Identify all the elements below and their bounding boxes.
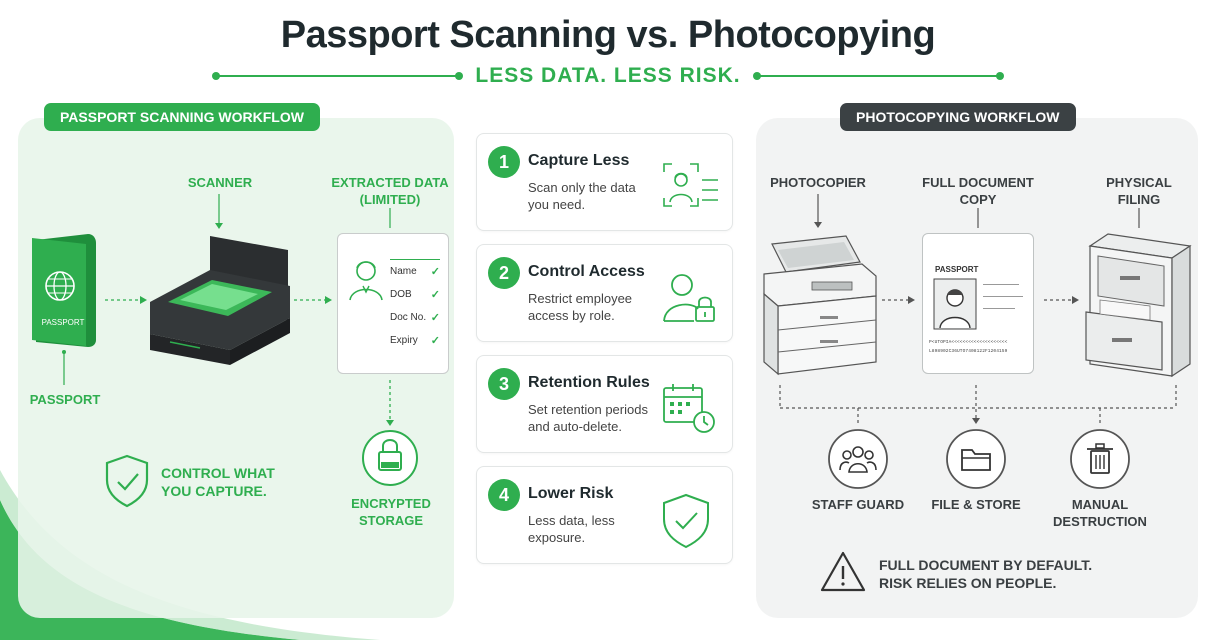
person-icon [349, 261, 383, 301]
scanner-label: SCANNER [187, 175, 253, 190]
full-document-copy-card: PASSPORT P<UTOPIA<<<<<<<<<<<<<<<<<<<< L8… [922, 233, 1034, 374]
mrz-line-2: L898902C36UTO7408122F1204159 [929, 349, 1008, 354]
step-card-lower-risk: 4 Lower Risk Less data, less exposure. [476, 466, 733, 564]
filing-label-line-2: FILING [1117, 192, 1161, 207]
scanning-workflow-header: PASSPORT SCANNING WORKFLOW [44, 103, 320, 131]
extracted-label-line-1: EXTRACTED DATA [331, 175, 449, 190]
control-message: CONTROL WHAT YOU CAPTURE. [161, 464, 275, 500]
shield-check-icon [663, 493, 709, 549]
step-description: Less data, less exposure. [528, 513, 615, 545]
warning-line-2: RISK RELIES ON PEOPLE. [879, 575, 1057, 591]
data-field-dob: DOB [390, 289, 412, 300]
file-store-label: FILE & STORE [931, 497, 1021, 512]
copy-text-line [983, 308, 1015, 309]
step-card-capture-less: 1 Capture Less Scan only the data you ne… [476, 133, 733, 231]
data-field-expiry: Expiry [390, 335, 418, 346]
subtitle-divider-left [211, 72, 464, 80]
destruction-label-line-1: MANUAL [1071, 497, 1129, 512]
control-line-2: YOU CAPTURE. [161, 483, 267, 499]
encrypted-label-line-1: ENCRYPTED [351, 496, 431, 511]
filing-label-line-1: PHYSICAL [1106, 175, 1172, 190]
page-title: Passport Scanning vs. Photocopying [280, 14, 936, 56]
extracted-data-label: EXTRACTED DATA (LIMITED) [328, 174, 452, 208]
warning-message: FULL DOCUMENT BY DEFAULT. RISK RELIES ON… [879, 556, 1092, 592]
manual-destruction-label: MANUAL DESTRUCTION [1044, 496, 1156, 530]
copy-label-line-2: COPY [959, 192, 997, 207]
data-divider [390, 259, 440, 260]
calendar-clock-icon [663, 384, 715, 433]
physical-filing-label: PHYSICAL FILING [1094, 174, 1184, 208]
subtitle-row: LESS DATA. LESS RISK. [211, 62, 1005, 90]
passport-label: PASSPORT [29, 392, 101, 407]
data-field-name: Name [390, 266, 417, 277]
check-icon: ✓ [430, 335, 440, 347]
step-description: Restrict employee access by role. [528, 291, 633, 323]
step-title: Retention Rules [528, 374, 650, 391]
people-icon [828, 429, 888, 489]
encrypted-label-line-2: STORAGE [358, 513, 424, 528]
step-description: Scan only the data you need. [528, 180, 636, 212]
warning-icon [820, 551, 866, 592]
portrait-icon [933, 278, 977, 330]
step-number: 4 [488, 479, 520, 511]
warning-line-1: FULL DOCUMENT BY DEFAULT. [879, 557, 1093, 573]
destruction-label-line-2: DESTRUCTION [1053, 514, 1147, 529]
lock-icon [362, 430, 418, 486]
step-title: Capture Less [528, 152, 630, 169]
scanner-device-icon [150, 236, 290, 365]
staff-guard-label: STAFF GUARD [811, 497, 905, 512]
check-icon: ✓ [430, 266, 440, 278]
shield-check-icon [105, 454, 149, 508]
copy-label-line-1: FULL DOCUMENT [922, 175, 1034, 190]
extracted-label-line-2: (LIMITED) [359, 192, 421, 207]
user-lock-icon [663, 274, 715, 322]
check-icon: ✓ [430, 289, 440, 301]
filing-cabinet-icon [1085, 233, 1192, 378]
step-card-retention-rules: 3 Retention Rules Set retention periods … [476, 355, 733, 453]
full-document-copy-label: FULL DOCUMENT COPY [918, 174, 1038, 208]
copy-card-title: PASSPORT [935, 265, 979, 274]
encrypted-storage-label: ENCRYPTED STORAGE [340, 495, 442, 529]
mrz-line-1: P<UTOPIA<<<<<<<<<<<<<<<<<<<< [929, 340, 1008, 345]
copy-text-line [983, 296, 1023, 297]
photocopier-label: PHOTOCOPIER [770, 175, 866, 190]
subtitle: LESS DATA. LESS RISK. [475, 64, 741, 87]
subtitle-divider-right [752, 72, 1005, 80]
step-title: Control Access [528, 263, 645, 280]
step-number: 2 [488, 257, 520, 289]
step-number: 3 [488, 368, 520, 400]
step-description: Set retention periods and auto-delete. [528, 402, 648, 434]
data-field-docno: Doc No. [390, 312, 427, 323]
extracted-data-card: Name ✓ DOB ✓ Doc No. ✓ Expiry ✓ [337, 233, 449, 374]
step-number: 1 [488, 146, 520, 178]
check-icon: ✓ [430, 312, 440, 324]
passport-book-icon [32, 234, 96, 347]
photocopy-workflow-header: PHOTOCOPYING WORKFLOW [840, 103, 1076, 131]
trash-icon [1070, 429, 1130, 489]
folder-icon [946, 429, 1006, 489]
step-card-control-access: 2 Control Access Restrict employee acces… [476, 244, 733, 342]
passport-cover-text: PASSPORT [42, 318, 85, 327]
photocopier-icon [763, 235, 877, 376]
face-scan-icon [663, 163, 718, 207]
copy-text-line [983, 284, 1019, 285]
control-line-1: CONTROL WHAT [161, 465, 275, 481]
step-title: Lower Risk [528, 485, 614, 502]
